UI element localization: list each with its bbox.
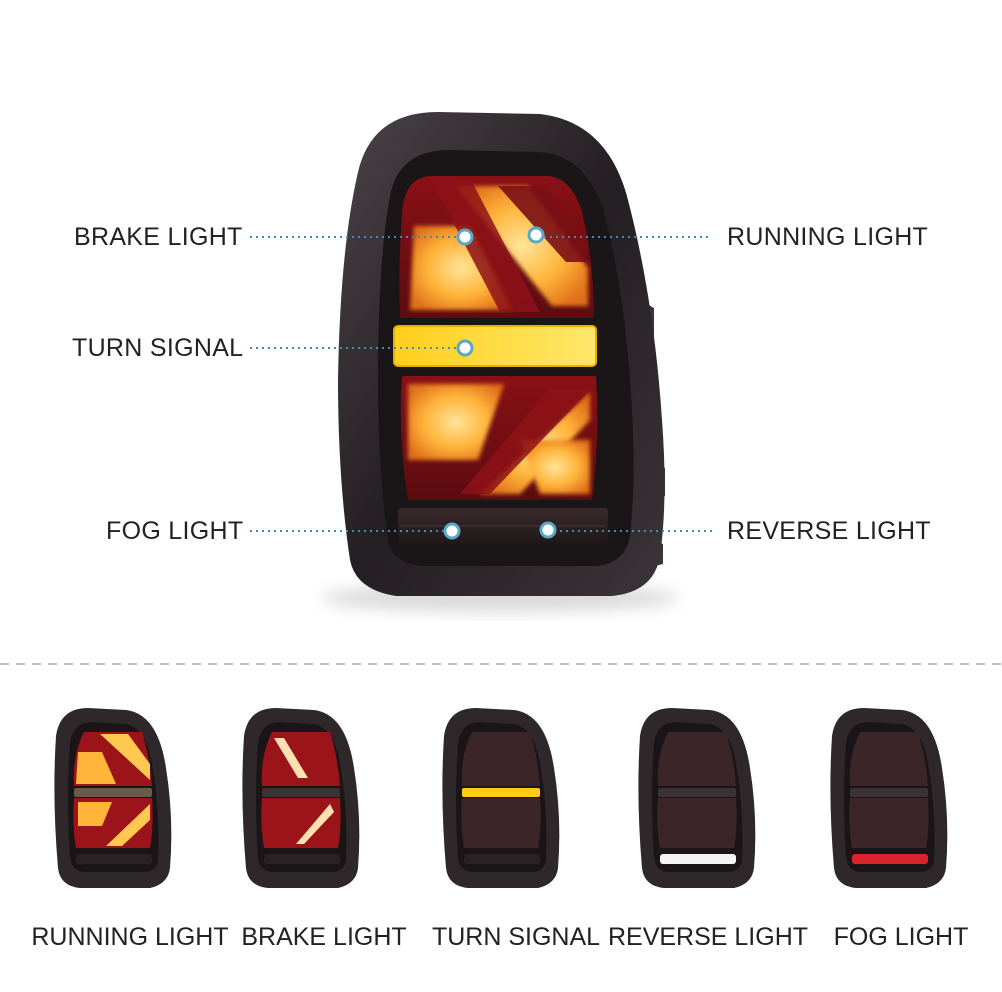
brake-light-label: BRAKE LIGHT [74, 223, 243, 251]
turn-signal-label: TURN SIGNAL [72, 334, 244, 362]
mode-label-brake: BRAKE LIGHT [241, 923, 407, 951]
mode-lamp-reverse [638, 708, 756, 888]
reverse-light-label: REVERSE LIGHT [727, 517, 931, 545]
mode-label-fog: FOG LIGHT [833, 923, 969, 951]
mode-lamp-brake [242, 708, 360, 888]
reverse-light-dot [539, 521, 557, 539]
callout-dots [443, 226, 557, 540]
mode-lamp-turn [442, 708, 560, 888]
mode-lamps [54, 708, 948, 888]
running-light-label: RUNNING LIGHT [727, 223, 929, 251]
brake-light-dot [456, 228, 474, 246]
fog-light-dot [443, 522, 461, 540]
main-tail-light [320, 112, 680, 612]
mode-lamp-fog [830, 708, 948, 888]
mode-label-turn: TURN SIGNAL [431, 923, 601, 951]
callout-lines [250, 236, 712, 532]
mode-label-reverse: REVERSE LIGHT [607, 923, 809, 951]
mode-lamp-running [54, 708, 172, 888]
turn-signal-dot [456, 339, 474, 357]
fog-light-label: FOG LIGHT [106, 517, 244, 545]
mode-label-running: RUNNING LIGHT [31, 923, 229, 951]
running-light-dot [527, 226, 545, 244]
